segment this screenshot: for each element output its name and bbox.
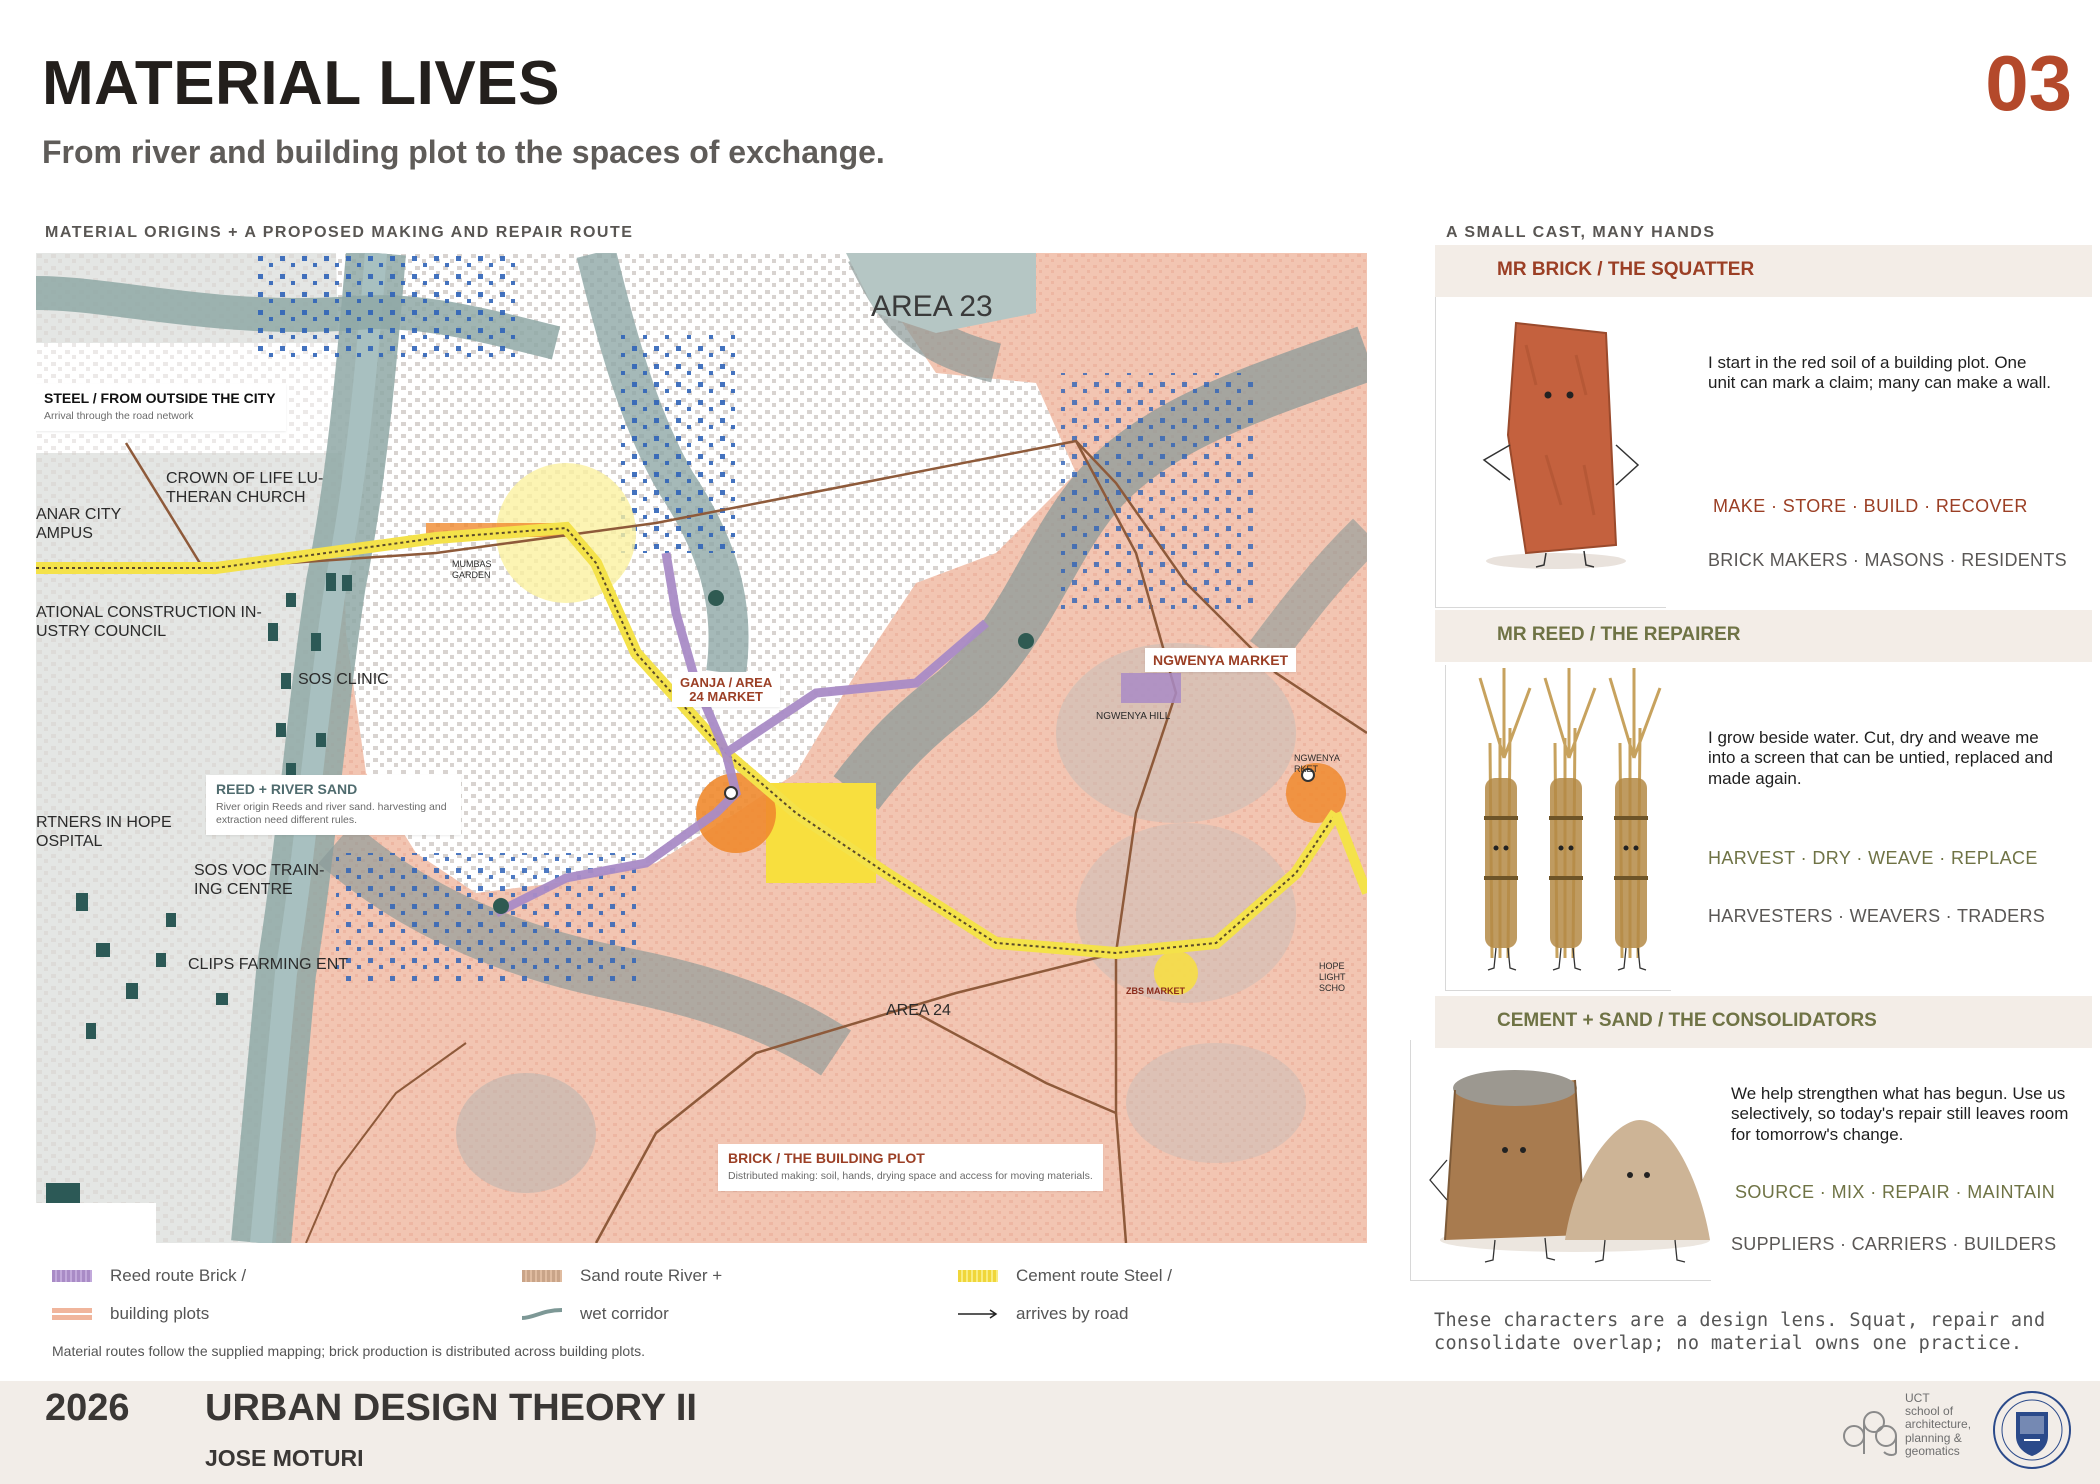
legend-road-label: arrives by road — [1016, 1304, 1129, 1323]
label-mumbas-garden: MUMBAS GARDEN — [452, 559, 492, 580]
character-reed-header: MR REED / THE REPAIRER — [1435, 610, 2092, 662]
label-partners-in-hope: RTNERS IN HOPE OSPITAL — [36, 814, 172, 851]
label-sos-clinic: SOS CLINIC — [298, 671, 389, 688]
arrow-right-icon — [958, 1309, 998, 1319]
reed-character-illustration — [1478, 668, 1662, 971]
character-cement-text: We help strengthen what has begun. Use u… — [1731, 1084, 2069, 1144]
legend-cement-route: Cement route Steel / — [958, 1266, 1172, 1286]
cast-note: These characters are a design lens. Squa… — [1434, 1310, 2046, 1355]
character-cement-name: CEMENT + SAND / THE CONSOLIDATORS — [1497, 1010, 1877, 1031]
label-hope-school: HOPE LIGHT SCHO — [1319, 961, 1346, 993]
legend-sand-swatch — [522, 1270, 562, 1282]
character-reed-makers: HARVESTERS · WEAVERS · TRADERS — [1708, 906, 2046, 926]
legend-cement-swatch — [958, 1270, 998, 1282]
callout-brick-title: BRICK / THE BUILDING PLOT — [728, 1150, 925, 1166]
character-reed-name: MR REED / THE REPAIRER — [1497, 624, 1741, 645]
label-ngwenya-market-small: NGWENYA RKET — [1294, 753, 1340, 774]
character-reed-text: I grow beside water. Cut, dry and weave … — [1708, 728, 2053, 788]
callout-ganja-market: GANJA / AREA 24 MARKET — [672, 672, 781, 708]
map-footnote: Material routes follow the supplied mapp… — [52, 1343, 645, 1359]
character-brick-makers: BRICK MAKERS · MASONS · RESIDENTS — [1708, 550, 2067, 570]
page-number: 03 — [1985, 39, 2072, 127]
label-campus: ANAR CITY AMPUS — [36, 506, 122, 543]
school-logo-text: UCT school of architecture, planning & g… — [1905, 1391, 1972, 1458]
label-zbs-market: ZBS MARKET — [1126, 986, 1185, 996]
character-brick-frame — [1435, 297, 1666, 608]
page-title: MATERIAL LIVES — [42, 49, 560, 118]
character-cement-frame — [1410, 1040, 1711, 1281]
label-area-23: AREA 23 — [871, 290, 993, 323]
callout-steel-title: STEEL / FROM OUTSIDE THE CITY — [44, 390, 276, 406]
legend-sand-label: Sand route River + — [580, 1266, 723, 1285]
callout-brick-plot: BRICK / THE BUILDING PLOT Distributed ma… — [718, 1144, 1103, 1192]
callout-steel: STEEL / FROM OUTSIDE THE CITY Arrival th… — [36, 384, 286, 432]
apg-logo-icon — [1843, 1411, 1897, 1456]
site-map[interactable]: AREA 23 AREA 24 CROWN OF LIFE LU- THERAN… — [36, 253, 1367, 1243]
legend-wet-corridor: wet corridor — [522, 1304, 669, 1324]
character-cement-makers: SUPPLIERS · CARRIERS · BUILDERS — [1731, 1234, 2057, 1254]
legend-reed-route: Reed route Brick / — [52, 1266, 246, 1286]
character-cement-header: CEMENT + SAND / THE CONSOLIDATORS — [1435, 996, 2092, 1048]
map-section-label: MATERIAL ORIGINS + A PROPOSED MAKING AND… — [45, 224, 634, 241]
legend-sand-route: Sand route River + — [522, 1266, 722, 1286]
label-crown-of-life: CROWN OF LIFE LU- THERAN CHURCH — [166, 470, 324, 507]
callout-reed-sand: REED + RIVER SAND River origin Reeds and… — [206, 775, 461, 836]
footer-course: URBAN DESIGN THEORY II — [205, 1387, 697, 1429]
footer-bar — [0, 1381, 2100, 1484]
footer-year: 2026 — [45, 1387, 130, 1429]
legend-wet-swatch — [522, 1308, 562, 1320]
label-construction-council: ATIONAL CONSTRUCTION IN- USTRY COUNCIL — [36, 604, 262, 641]
character-brick-header: MR BRICK / THE SQUATTER — [1435, 245, 2092, 297]
character-cement-verbs: SOURCE · MIX · REPAIR · MAINTAIN — [1735, 1182, 2056, 1202]
legend-wet-label: wet corridor — [580, 1304, 669, 1323]
callout-ngwenya-title: NGWENYA MARKET — [1153, 652, 1289, 668]
label-sos-voc: SOS VOC TRAIN- ING CENTRE — [194, 862, 325, 899]
callout-reed-title: REED + RIVER SAND — [216, 781, 358, 797]
label-area-24: AREA 24 — [886, 1002, 951, 1019]
university-crest-icon — [1993, 1391, 2071, 1469]
callout-brick-sub: Distributed making: soil, hands, drying … — [728, 1170, 1093, 1182]
brick-character-illustration — [1482, 321, 1640, 569]
legend-plots-swatch — [52, 1308, 92, 1320]
label-clips-farming: CLIPS FARMING ENT — [188, 956, 349, 973]
legend-reed-swatch — [52, 1270, 92, 1282]
callout-steel-sub: Arrival through the road network — [44, 410, 194, 422]
character-reed-verbs: HARVEST · DRY · WEAVE · REPLACE — [1708, 848, 2038, 868]
label-ngwenya-hill: NGWENYA HILL — [1096, 711, 1171, 722]
character-brick-text: I start in the red soil of a building pl… — [1708, 353, 2051, 393]
legend-cement-label: Cement route Steel / — [1016, 1266, 1172, 1285]
character-brick-name: MR BRICK / THE SQUATTER — [1497, 259, 1755, 280]
cast-section-label: A SMALL CAST, MANY HANDS — [1446, 224, 1716, 241]
character-brick-verbs: MAKE · STORE · BUILD · RECOVER — [1713, 496, 2028, 516]
page-subtitle: From river and building plot to the spac… — [42, 134, 885, 170]
legend-road: arrives by road — [958, 1304, 1128, 1324]
callout-reed-sub: River origin Reeds and river sand. harve… — [216, 801, 447, 827]
legend-plots-label: building plots — [110, 1304, 210, 1323]
cement-sand-character-illustration — [1429, 1070, 1710, 1263]
character-reed-frame — [1445, 665, 1671, 991]
legend-reed-label: Reed route Brick / — [110, 1266, 247, 1285]
legend-building-plots: building plots — [52, 1304, 209, 1324]
footer-author: JOSE MOTURI — [205, 1445, 364, 1471]
callout-ngwenya-market: NGWENYA MARKET — [1145, 648, 1297, 672]
callout-ganja-title: GANJA / AREA 24 MARKET — [680, 675, 773, 704]
